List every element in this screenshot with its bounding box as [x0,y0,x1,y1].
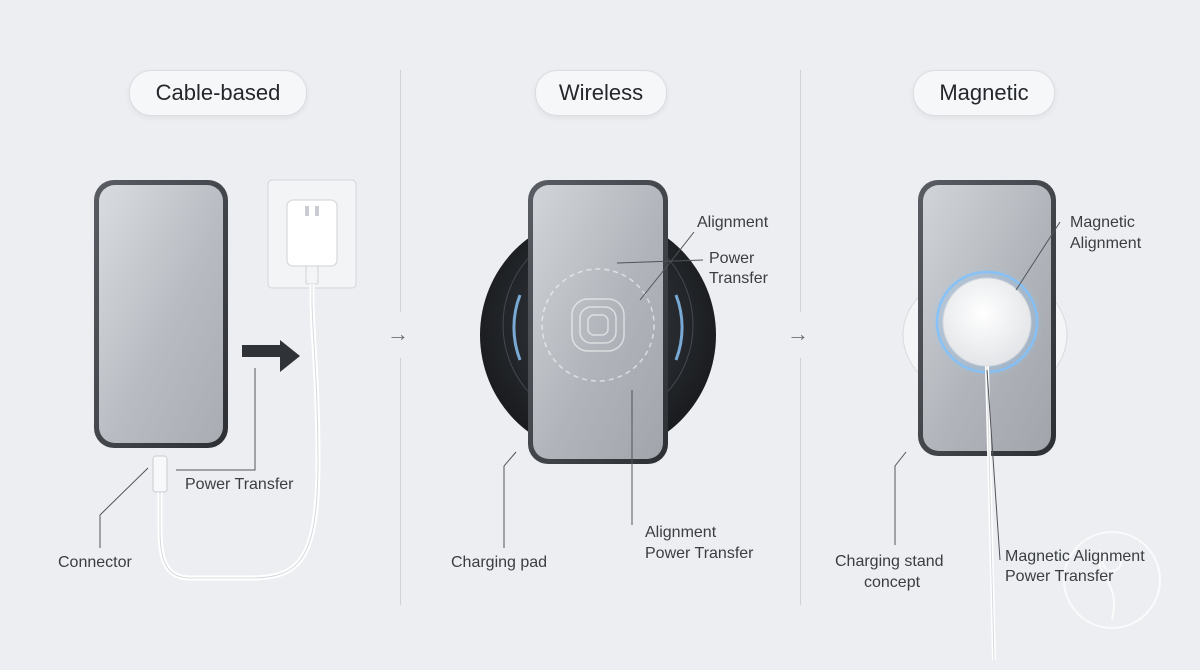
label-power-transfer: Power Transfer [185,476,294,493]
panel-title-magnetic: Magnetic [913,70,1055,116]
label-concept: concept [864,574,921,591]
separator-arrow-left: → [387,321,409,346]
label-charging-stand: Charging stand [835,553,944,570]
label-alignment-magnetic: Alignment [1070,235,1142,252]
label-charging-pad: Charging pad [451,554,548,571]
smartphone-icon [94,180,228,448]
panel-title-wireless: Wireless [535,70,667,116]
transfer-arrow-icon [280,340,300,372]
label-power-transfer-magnetic: Power Transfer [1005,568,1114,585]
magsafe-puck-icon [942,277,1032,367]
separator-gap-right [798,312,803,358]
label-magnetic-alignment-bottom: Magnetic Alignment [1005,548,1145,565]
label-transfer: Transfer [709,270,768,287]
watermark-logo [1063,531,1161,629]
label-connector: Connector [58,554,132,571]
separator-gap-left [398,312,403,358]
label-magnetic: Magnetic [1070,214,1135,231]
label-alignment: Alignment [697,214,769,231]
wall-charger-icon [267,179,357,289]
panel-title-cable: Cable-based [129,70,307,116]
usb-c-connector-icon [152,455,168,493]
label-power: Power [709,250,755,267]
label-alignment-bottom: Alignment [645,524,717,541]
coil-icon [541,268,655,382]
separator-arrow-right: → [787,321,809,346]
smartphone-icon [528,180,668,464]
label-power-transfer-bottom: Power Transfer [645,545,754,562]
